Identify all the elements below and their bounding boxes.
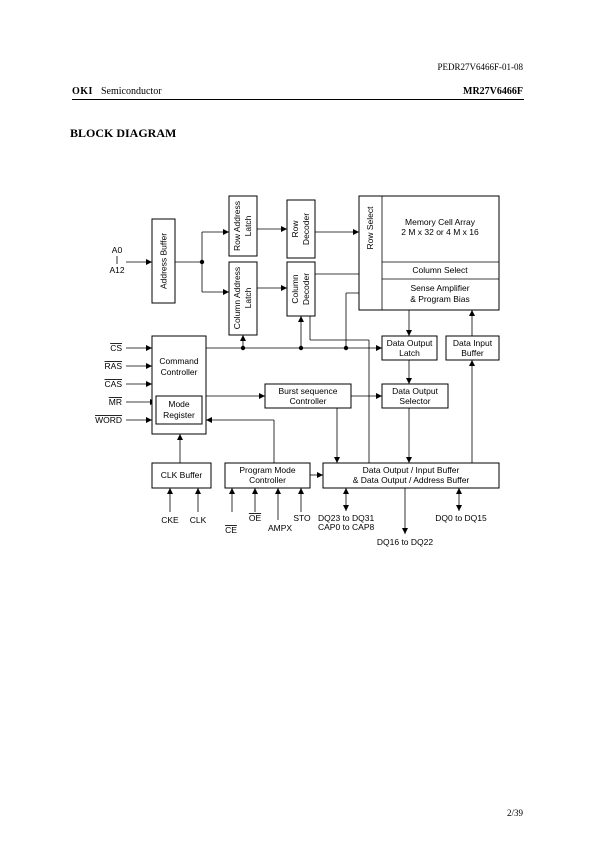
column-decoder-label-2: Decoder <box>301 273 311 305</box>
signal-a0: A0 <box>112 245 123 255</box>
signal-dq-high: DQ23 to DQ31 <box>318 513 374 523</box>
program-mode-label-1: Program Mode <box>239 465 295 475</box>
column-select-label: Column Select <box>412 265 468 275</box>
document-code: PEDR27V6466F-01-08 <box>437 62 523 72</box>
row-decoder-block: Row Decoder <box>286 199 316 259</box>
burst-sequence-label-2: Controller <box>290 396 327 406</box>
signal-word: WORD <box>95 415 122 425</box>
memory-cell-array-label-1: Memory Cell Array <box>405 217 476 227</box>
signal-labels: A0 A12 CS RAS CAS MR WORD CKE CLK CE OE … <box>95 245 487 547</box>
data-io-buffer-label-2: & Data Output / Address Buffer <box>353 475 470 485</box>
burst-sequence-controller-block: Burst sequence Controller <box>264 383 352 409</box>
data-io-buffer-label-1: Data Output / Input Buffer <box>363 465 460 475</box>
command-controller-label-1: Command <box>159 356 198 366</box>
data-input-buffer-block: Data Input Buffer <box>445 335 500 361</box>
burst-sequence-label-1: Burst sequence <box>278 386 337 396</box>
address-buffer-block: Address Buffer <box>151 218 176 304</box>
column-decoder-label-1: Column <box>290 274 300 304</box>
signal-sto: STO <box>293 513 311 523</box>
data-io-buffer-block: Data Output / Input Buffer & Data Output… <box>322 462 500 489</box>
data-output-latch-block: Data Output Latch <box>381 335 438 361</box>
signal-dq-mid: DQ16 to DQ22 <box>377 537 433 547</box>
row-select-label: Row Select <box>365 206 375 250</box>
mode-register-label-1: Mode <box>168 399 190 409</box>
command-controller-block: Command Controller Mode Register <box>151 335 207 435</box>
data-output-selector-label-2: Selector <box>399 396 430 406</box>
address-buffer-label: Address Buffer <box>159 233 169 289</box>
signal-clk: CLK <box>190 515 207 525</box>
brand-label: Semiconductor <box>101 86 162 97</box>
sense-amplifier-label-2: & Program Bias <box>410 294 470 304</box>
signal-ce: CE <box>225 525 237 535</box>
row-decoder-label-2: Decoder <box>301 213 311 245</box>
signal-oe: OE <box>249 513 262 523</box>
column-decoder-block: Column Decoder <box>286 261 316 317</box>
program-mode-controller-block: Program Mode Controller <box>224 462 311 489</box>
signal-ras: RAS <box>105 361 123 371</box>
header-divider <box>72 99 524 100</box>
data-input-buffer-label-2: Buffer <box>461 348 484 358</box>
section-title: BLOCK DIAGRAM <box>70 126 177 140</box>
signal-dq-low: DQ0 to DQ15 <box>435 513 487 523</box>
junction-dots <box>199 259 349 351</box>
signal-mr: MR <box>109 397 122 407</box>
signal-cas: CAS <box>105 379 123 389</box>
column-address-latch-block: Column Address Latch <box>228 261 258 336</box>
row-address-latch-block: Row Address Latch <box>228 195 258 257</box>
signal-cap: CAP0 to CAP8 <box>318 522 374 532</box>
column-address-latch-label-2: Latch <box>243 287 253 308</box>
row-decoder-label-1: Row <box>290 220 300 238</box>
page-number: 2/39 <box>506 808 523 818</box>
oki-logo: OKI <box>72 86 93 97</box>
data-input-buffer-label-1: Data Input <box>453 338 493 348</box>
program-mode-label-2: Controller <box>249 475 286 485</box>
mode-register-label-2: Register <box>163 410 195 420</box>
memory-array-block: Row Select Memory Cell Array 2 M x 32 or… <box>358 195 500 311</box>
data-output-latch-label-2: Latch <box>399 348 420 358</box>
part-number: MR27V6466F <box>463 86 523 97</box>
data-output-selector-label-1: Data Output <box>392 386 438 396</box>
data-output-latch-label-1: Data Output <box>387 338 433 348</box>
signal-cke: CKE <box>161 515 179 525</box>
clk-buffer-block: CLK Buffer <box>151 462 212 489</box>
data-output-selector-block: Data Output Selector <box>381 383 449 409</box>
signal-ampx: AMPX <box>268 523 292 533</box>
clk-buffer-label: CLK Buffer <box>161 470 203 480</box>
signal-cs: CS <box>110 343 122 353</box>
signal-a12: A12 <box>109 265 124 275</box>
sense-amplifier-label-1: Sense Amplifier <box>410 283 469 293</box>
command-controller-label-2: Controller <box>161 367 198 377</box>
memory-cell-array-label-2: 2 M x 32 or 4 M x 16 <box>401 227 479 237</box>
column-address-latch-label-1: Column Address <box>232 267 242 329</box>
row-address-latch-label-1: Row Address <box>232 201 242 251</box>
row-address-latch-label-2: Latch <box>243 215 253 236</box>
